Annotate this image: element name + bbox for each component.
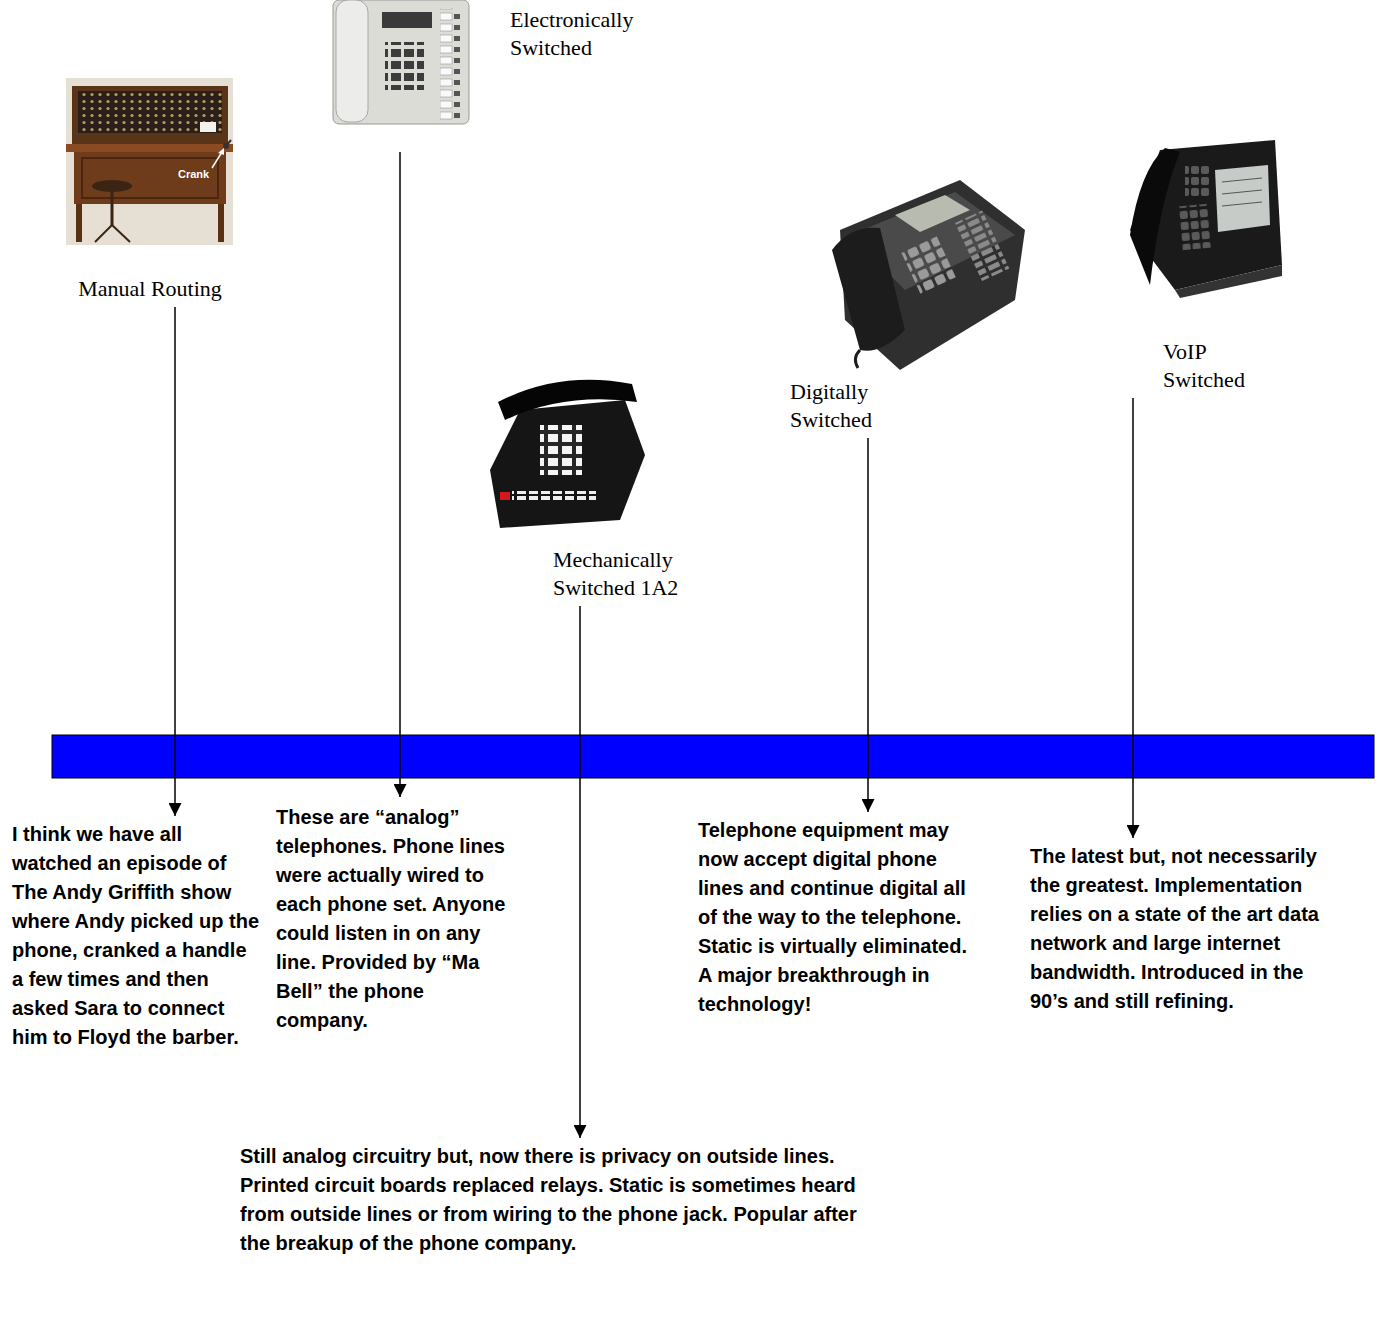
mechanical-phone: [490, 380, 645, 528]
crank-leader: [212, 152, 222, 168]
description-text: Still analog circuitry but, now there is…: [240, 1142, 892, 1258]
voip-phone: [1215, 165, 1270, 232]
voip-phone: [1130, 140, 1282, 298]
voip-phone: [1178, 204, 1212, 250]
switchboard-photo: [74, 152, 226, 204]
switchboard-photo: [226, 140, 231, 146]
switchboard-photo: [76, 204, 82, 242]
description-node: Telephone equipment may now accept digit…: [694, 812, 979, 1023]
digital-phone: [901, 235, 957, 295]
description-text: The latest but, not necessarily the grea…: [1030, 842, 1322, 1016]
phone-node: Mechanically Switched 1A2: [470, 370, 720, 606]
description-text: These are “analog” telephones. Phone lin…: [276, 803, 508, 1035]
phone-node: VoIP Switched: [1120, 135, 1290, 398]
switchboard-photo: [78, 91, 222, 133]
timeline-arrow: [579, 606, 581, 1138]
timeline-arrow: [867, 438, 869, 812]
digital-phone: [832, 228, 905, 351]
electronic-phone: [382, 12, 432, 28]
timeline-bar: [52, 735, 1374, 778]
voip-phone: [1178, 204, 1212, 250]
crank-leader: [218, 148, 224, 155]
mechanical-phone: [500, 492, 510, 500]
switchboard-photo: [95, 225, 112, 242]
description-node: Still analog circuitry but, now there is…: [236, 1138, 896, 1262]
digital-phone: [955, 210, 1009, 281]
description-text: I think we have all watched an episode o…: [12, 820, 262, 1052]
digital-phone: [955, 210, 1009, 281]
switchboard-photo: [200, 122, 216, 132]
description-node: I think we have all watched an episode o…: [8, 816, 266, 1056]
voip-phone: [1222, 178, 1262, 182]
mechanical-phone: [490, 400, 645, 528]
switchboard-photo: [82, 158, 218, 198]
voip-phone: [1130, 140, 1282, 290]
timeline-arrow: [174, 307, 176, 816]
phone-node: Electronically Switched: [330, 2, 670, 152]
voip-phone: [1222, 190, 1262, 194]
switchboard-photo: [66, 78, 233, 245]
voip-phone: [1185, 166, 1209, 198]
switchboard-photo: [218, 204, 224, 242]
timeline-arrow: [1132, 398, 1134, 838]
phone-caption: Manual Routing: [55, 275, 245, 303]
switchboard-photo: [92, 180, 132, 192]
voip-phone: [1175, 265, 1282, 298]
switchboard-photo: [66, 78, 233, 245]
phone-node: Manual Routing: [55, 78, 245, 307]
crank-leader: [212, 148, 224, 168]
digital-phone: [855, 350, 860, 368]
description-node: The latest but, not necessarily the grea…: [1026, 838, 1326, 1020]
switchboard-photo: [66, 144, 233, 152]
digital-phone: [901, 235, 957, 295]
switchboard-photo: [78, 91, 222, 133]
electronic-phone: [385, 42, 424, 90]
electronic-phone: [333, 0, 469, 124]
mechanical-phone: [540, 425, 582, 475]
timeline-arrow: [399, 152, 401, 797]
mechanical-phone: [498, 380, 637, 420]
phone-caption: Electronically Switched: [510, 6, 670, 62]
switchboard-photo: [72, 86, 228, 144]
voip-phone: [1130, 148, 1180, 285]
switchboard-photo: [111, 192, 114, 225]
phone-caption: Mechanically Switched 1A2: [553, 546, 716, 602]
digital-phone: [832, 180, 1025, 370]
description-node: These are “analog” telephones. Phone lin…: [272, 797, 512, 1039]
phone-caption: VoIP Switched: [1163, 338, 1273, 394]
phone-caption: Digitally Switched: [790, 378, 900, 434]
electronic-phone: [440, 8, 462, 120]
mechanical-phone: [540, 425, 582, 475]
phone-node: Digitally Switched: [785, 160, 1030, 438]
mechanical-phone: [512, 491, 596, 500]
voip-phone: [1222, 202, 1262, 206]
photo-label: Crank: [178, 168, 209, 181]
electronic-phone: [336, 0, 368, 122]
switchboard-photo: [112, 225, 130, 242]
electronic-phone: [333, 0, 469, 124]
description-text: Telephone equipment may now accept digit…: [698, 816, 975, 1019]
